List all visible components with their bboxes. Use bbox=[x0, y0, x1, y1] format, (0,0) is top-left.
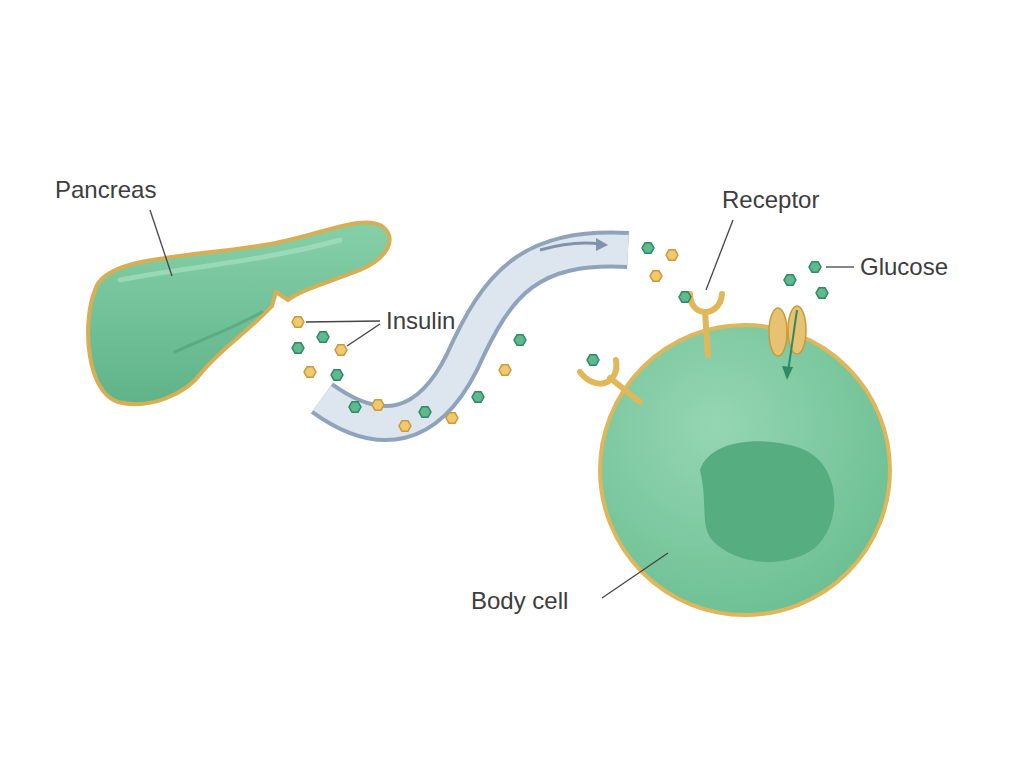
part-label: Receptor bbox=[722, 188, 819, 212]
pancreas-highlight bbox=[120, 240, 340, 280]
body-cell bbox=[600, 325, 890, 615]
uptake-arrow bbox=[788, 310, 797, 372]
flow-arrow bbox=[540, 243, 600, 250]
molecule-label: Glucose bbox=[860, 255, 948, 279]
flow-arrow-head bbox=[596, 238, 608, 251]
blood-vessel-lumen bbox=[322, 250, 628, 424]
cell-label: Body cell bbox=[471, 589, 568, 613]
insulin-receptor bbox=[580, 355, 640, 402]
cell-nucleus bbox=[700, 441, 834, 562]
blood-vessel bbox=[322, 250, 628, 424]
organ-label: Pancreas bbox=[55, 178, 156, 202]
glucose-transporter bbox=[769, 306, 806, 356]
insulin-receptor bbox=[679, 292, 722, 355]
leader-lines bbox=[150, 210, 854, 598]
molecule-label: Insulin bbox=[386, 309, 455, 333]
pancreas-duct bbox=[175, 312, 262, 352]
uptake-arrow-head bbox=[782, 366, 793, 380]
pancreas-organ bbox=[88, 222, 390, 404]
